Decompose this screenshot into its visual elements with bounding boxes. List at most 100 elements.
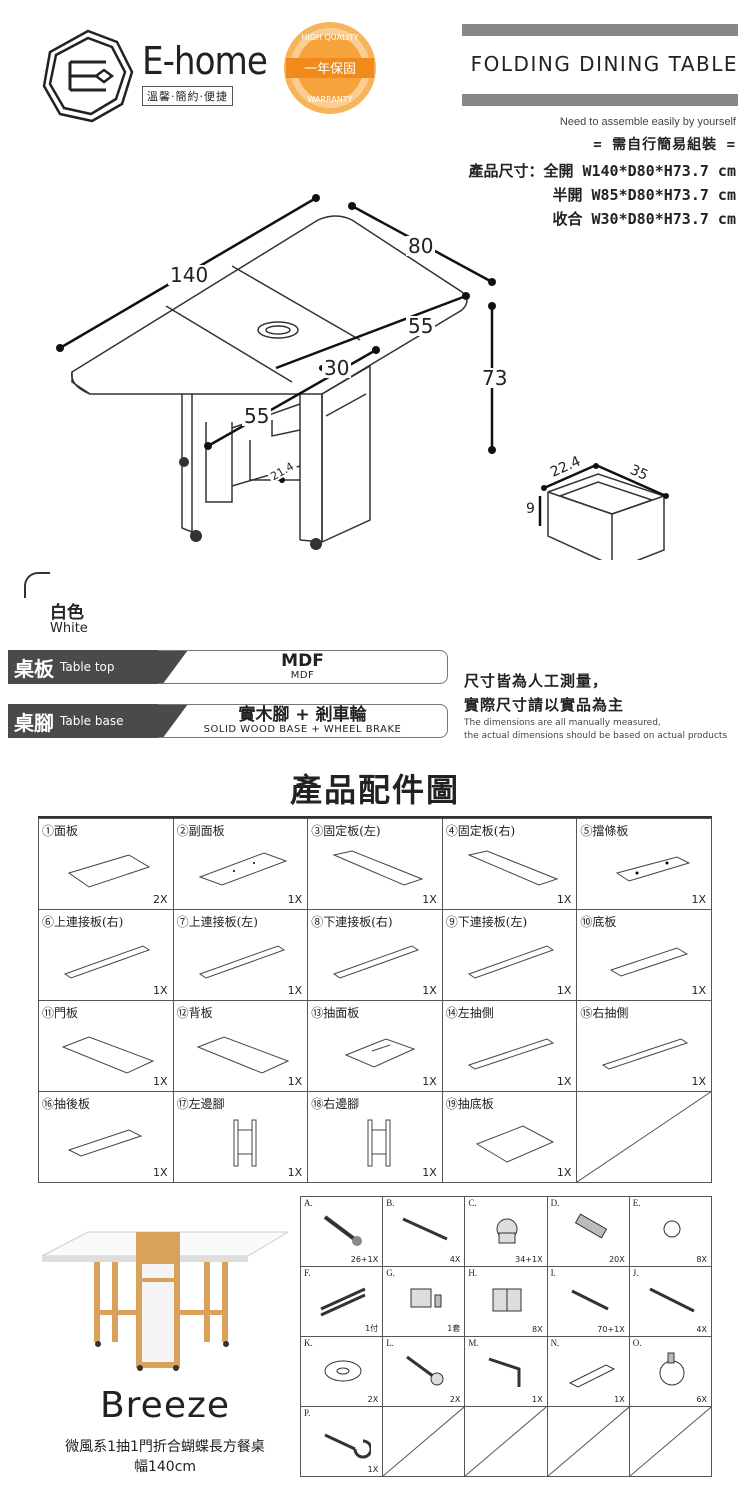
title-bar-top bbox=[462, 24, 738, 36]
parts-divider bbox=[38, 816, 712, 818]
hardware-illustration bbox=[410, 1288, 442, 1308]
part-cell: ⑰左邊腳 1X bbox=[172, 1091, 309, 1183]
part-qty: 1X bbox=[556, 893, 572, 906]
part-cell: ⑨下連接板(左) 1X bbox=[441, 909, 578, 1001]
part-qty: 1X bbox=[691, 893, 706, 906]
dimension-note-en-1: The dimensions are all manually measured… bbox=[464, 718, 661, 728]
hardware-cell: F. 1付 bbox=[299, 1266, 384, 1337]
hardware-label: P. bbox=[304, 1408, 311, 1418]
dim-drawer-height: 9 bbox=[524, 501, 537, 517]
part-illustration bbox=[332, 850, 424, 886]
hardware-qty: 6X bbox=[696, 1395, 707, 1404]
hardware-qty: 8X bbox=[531, 1325, 543, 1334]
badge-center-text: 一年保固 bbox=[304, 62, 356, 77]
hardware-cell: I.70+1X bbox=[546, 1266, 630, 1337]
hardware-qty: 20X bbox=[609, 1255, 625, 1264]
part-qty: 1X bbox=[691, 984, 706, 997]
product-width: 幅140cm bbox=[133, 1459, 197, 1475]
assemble-note-en: Need to assemble easily by yourself bbox=[559, 116, 736, 128]
size-full: 產品尺寸：全開 W140*D80*H73.7 cm bbox=[468, 162, 736, 180]
material-label-cn: 桌腳 bbox=[14, 710, 54, 735]
material-label-cn: 桌板 bbox=[14, 656, 54, 681]
color-name-en: White bbox=[50, 621, 88, 636]
hardware-cell: L.2X bbox=[382, 1336, 466, 1407]
part-illustration bbox=[67, 1129, 143, 1157]
part-cell: ⑥上連接板(右)1X bbox=[38, 909, 174, 1001]
hardware-illustration bbox=[402, 1217, 448, 1241]
hardware-qty: 2X bbox=[449, 1395, 461, 1404]
dim-leaf-back: 55 bbox=[406, 314, 436, 338]
material-value: 實木腳 + 剎車輪 SOLID WOOD BASE + WHEEL BRAKE bbox=[158, 704, 448, 738]
part-label: ②副面板 bbox=[176, 824, 225, 838]
empty-cell-diagonal bbox=[630, 1407, 711, 1476]
hardware-label: C. bbox=[468, 1198, 477, 1208]
hardware-qty: 70+1X bbox=[597, 1325, 625, 1334]
size-closed: 收合 W30*D80*H73.7 cm bbox=[552, 210, 736, 228]
part-qty: 1X bbox=[287, 984, 303, 997]
part-illustration bbox=[467, 850, 559, 886]
part-illustration bbox=[198, 852, 288, 886]
hardware-illustration bbox=[406, 1355, 444, 1386]
part-illustration bbox=[196, 1036, 289, 1074]
material-value: MDF MDF bbox=[158, 650, 448, 684]
part-label: ⑰左邊腳 bbox=[176, 1097, 225, 1111]
part-label: ①面板 bbox=[42, 824, 79, 838]
part-qty: 1X bbox=[556, 1166, 572, 1179]
size-half: 半開 W85*D80*H73.7 cm bbox=[552, 186, 736, 204]
hardware-label: F. bbox=[304, 1268, 311, 1278]
hardware-qty: 2X bbox=[367, 1395, 379, 1404]
part-cell: ⑧下連接板(右)1X bbox=[307, 909, 443, 1001]
part-qty: 1X bbox=[691, 1075, 706, 1088]
hardware-cell: J.4X bbox=[628, 1266, 713, 1337]
warranty-badge: 一年保固 HIGH QUALITY WARRANTY bbox=[284, 22, 376, 114]
part-qty: 1X bbox=[422, 893, 437, 906]
part-illustration bbox=[63, 945, 151, 979]
hardware-illustration bbox=[492, 1288, 522, 1312]
part-label: ⑱右邊腳 bbox=[311, 1097, 360, 1111]
part-label: ⑲抽底板 bbox=[445, 1097, 494, 1111]
dim-depth: 80 bbox=[406, 234, 436, 258]
part-cell: ④固定板(右)1X bbox=[441, 818, 578, 910]
product-description: 微風系1抽1門折合蝴蝶長方餐桌 bbox=[65, 1439, 265, 1455]
hardware-illustration bbox=[663, 1220, 681, 1238]
part-label: ⑩底板 bbox=[580, 915, 617, 929]
material-value-main: MDF bbox=[281, 651, 324, 671]
part-label: ⑧下連接板(右) bbox=[311, 915, 393, 929]
hardware-cell: K.2X bbox=[299, 1336, 384, 1407]
part-label: ⑨下連接板(左) bbox=[445, 915, 528, 929]
part-label: ⑮右抽側 bbox=[580, 1006, 629, 1020]
part-label: ⑬抽面板 bbox=[311, 1006, 360, 1020]
part-illustration bbox=[616, 856, 691, 882]
part-qty: 1X bbox=[287, 1166, 303, 1179]
part-cell: ⑲抽底板 1X bbox=[441, 1091, 578, 1183]
material-label-en: Table top bbox=[60, 660, 115, 674]
part-label: ⑤擋條板 bbox=[580, 824, 629, 838]
hardware-illustration bbox=[324, 1433, 371, 1459]
material-value-sub: MDF bbox=[290, 670, 315, 681]
badge-top-text: HIGH QUALITY bbox=[301, 33, 358, 42]
dim-center: 30 bbox=[322, 356, 352, 380]
part-label: ⑦上連接板(左) bbox=[176, 915, 258, 929]
hardware-illustration bbox=[323, 1215, 362, 1246]
table-diagram bbox=[56, 194, 669, 560]
dim-leaf-front: 55 bbox=[242, 404, 272, 428]
part-illustration bbox=[233, 1119, 257, 1167]
hardware-illustration bbox=[496, 1218, 518, 1244]
part-qty: 1X bbox=[556, 1075, 572, 1088]
part-cell: ③固定板(左)1X bbox=[307, 818, 443, 910]
assemble-note-cn: = 需自行簡易組裝 = bbox=[593, 137, 736, 153]
hardware-qty: 1付 bbox=[365, 1324, 379, 1333]
product-photo bbox=[41, 1231, 288, 1371]
part-qty: 1X bbox=[556, 984, 572, 997]
part-illustration bbox=[61, 1036, 155, 1074]
hardware-illustration bbox=[649, 1287, 695, 1313]
part-illustration bbox=[333, 945, 420, 979]
